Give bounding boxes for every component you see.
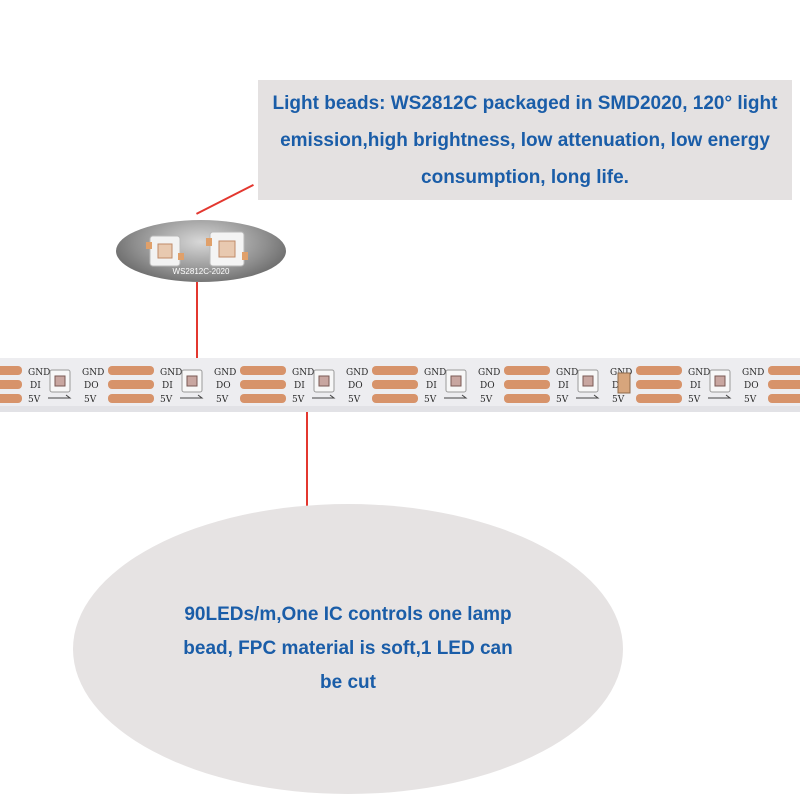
pad-label-gnd: GND bbox=[742, 368, 764, 378]
bead-callout-box: Light beads: WS2812C packaged in SMD2020… bbox=[258, 80, 792, 200]
led-die bbox=[54, 375, 66, 387]
strip-callout-text: 90LEDs/m,One IC controls one lamp bead, … bbox=[183, 604, 513, 693]
copper-pad bbox=[636, 394, 682, 403]
direction-arrow-icon bbox=[180, 394, 204, 399]
pad-label-gnd: GND bbox=[28, 368, 50, 378]
pad-label-5v: 5V bbox=[612, 395, 625, 405]
chip-label: WS2812C-2020 bbox=[172, 267, 230, 276]
strip-segment: GND DI 5V GND DO 5V bbox=[292, 366, 418, 405]
pad-label-gnd: GND bbox=[346, 368, 368, 378]
led-die bbox=[714, 375, 726, 387]
pad-label-5v: 5V bbox=[348, 395, 361, 405]
copper-pad bbox=[0, 366, 22, 375]
copper-pad bbox=[240, 366, 286, 375]
pad-label-5v: 5V bbox=[84, 395, 97, 405]
pad-label-5v: 5V bbox=[424, 395, 437, 405]
pad-label-di: DI bbox=[30, 381, 41, 391]
led-die bbox=[450, 375, 462, 387]
pad-label-5v: 5V bbox=[744, 395, 757, 405]
chip-icon bbox=[206, 231, 248, 267]
chip-icon bbox=[146, 235, 184, 267]
pad-label-5v: 5V bbox=[688, 395, 701, 405]
direction-arrow-icon bbox=[708, 394, 732, 399]
pad-label-5v: 5V bbox=[556, 395, 569, 405]
pad-label-gnd: GND bbox=[424, 368, 446, 378]
copper-pad bbox=[768, 394, 800, 403]
led-die bbox=[186, 375, 198, 387]
copper-pad bbox=[504, 394, 550, 403]
copper-pad bbox=[504, 366, 550, 375]
pad-label-5v: 5V bbox=[28, 395, 41, 405]
pad-label-5v: 5V bbox=[216, 395, 229, 405]
led-strip: GND DI 5V GND DO 5V GND DI 5V GND DO 5V GND DI 5V GND DO… bbox=[0, 358, 800, 412]
copper-pad bbox=[108, 366, 154, 375]
pad-label-do: DO bbox=[84, 381, 99, 391]
pad-label-5v: 5V bbox=[160, 395, 173, 405]
pad-label-do: DO bbox=[348, 381, 363, 391]
copper-pad bbox=[108, 380, 154, 389]
pad-label-do: DO bbox=[216, 381, 231, 391]
pad-label-gnd: GND bbox=[478, 368, 500, 378]
copper-pad bbox=[504, 380, 550, 389]
leader-line-bottom bbox=[306, 405, 308, 507]
copper-pad bbox=[0, 394, 22, 403]
copper-pad bbox=[636, 366, 682, 375]
copper-pad bbox=[240, 394, 286, 403]
chip-illustration bbox=[146, 231, 248, 267]
direction-arrow-icon bbox=[312, 394, 336, 399]
direction-arrow-icon bbox=[48, 394, 72, 399]
chip-badge: WS2812C-2020 bbox=[116, 220, 286, 282]
led-die bbox=[582, 375, 594, 387]
pad-label-di: DI bbox=[294, 381, 305, 391]
pad-label-do: DO bbox=[744, 381, 759, 391]
pad-label-5v: 5V bbox=[292, 395, 305, 405]
copper-pad bbox=[240, 380, 286, 389]
pad-label-gnd: GND bbox=[688, 368, 710, 378]
pad-label-5v: 5V bbox=[480, 395, 493, 405]
pad-label-di: DI bbox=[558, 381, 569, 391]
pad-label-gnd: GND bbox=[292, 368, 314, 378]
leader-line-top bbox=[196, 183, 254, 215]
strip-segment: GND DI 5V GND DO 5V bbox=[28, 366, 154, 405]
copper-pad bbox=[768, 366, 800, 375]
strip-callout-ellipse: 90LEDs/m,One IC controls one lamp bead, … bbox=[73, 504, 623, 794]
bead-callout-text: Light beads: WS2812C packaged in SMD2020… bbox=[272, 92, 778, 188]
direction-arrow-icon bbox=[576, 394, 600, 399]
strip-segment: GND DI 5V GND DO 5V bbox=[160, 366, 286, 405]
copper-pad bbox=[636, 380, 682, 389]
led-die bbox=[318, 375, 330, 387]
capacitor bbox=[617, 372, 631, 394]
leader-line-chip-strip bbox=[196, 282, 198, 364]
copper-pad bbox=[372, 366, 418, 375]
pad-label-gnd: GND bbox=[160, 368, 182, 378]
pad-label-di: DI bbox=[426, 381, 437, 391]
pad-label-di: DI bbox=[162, 381, 173, 391]
copper-pad bbox=[372, 380, 418, 389]
pad-label-gnd: GND bbox=[556, 368, 578, 378]
copper-pad bbox=[768, 380, 800, 389]
strip-edge bbox=[0, 406, 800, 412]
copper-pad bbox=[108, 394, 154, 403]
copper-pad bbox=[0, 380, 22, 389]
strip-segment: GND DI 5V GND DO 5V bbox=[688, 366, 800, 405]
strip-segment: GND DI 5V GND DO 5V bbox=[424, 366, 550, 405]
pad-label-gnd: GND bbox=[214, 368, 236, 378]
pad-label-do: DO bbox=[480, 381, 495, 391]
pad-label-gnd: GND bbox=[82, 368, 104, 378]
pad-label-di: DI bbox=[690, 381, 701, 391]
copper-pad bbox=[372, 394, 418, 403]
direction-arrow-icon bbox=[444, 394, 468, 399]
